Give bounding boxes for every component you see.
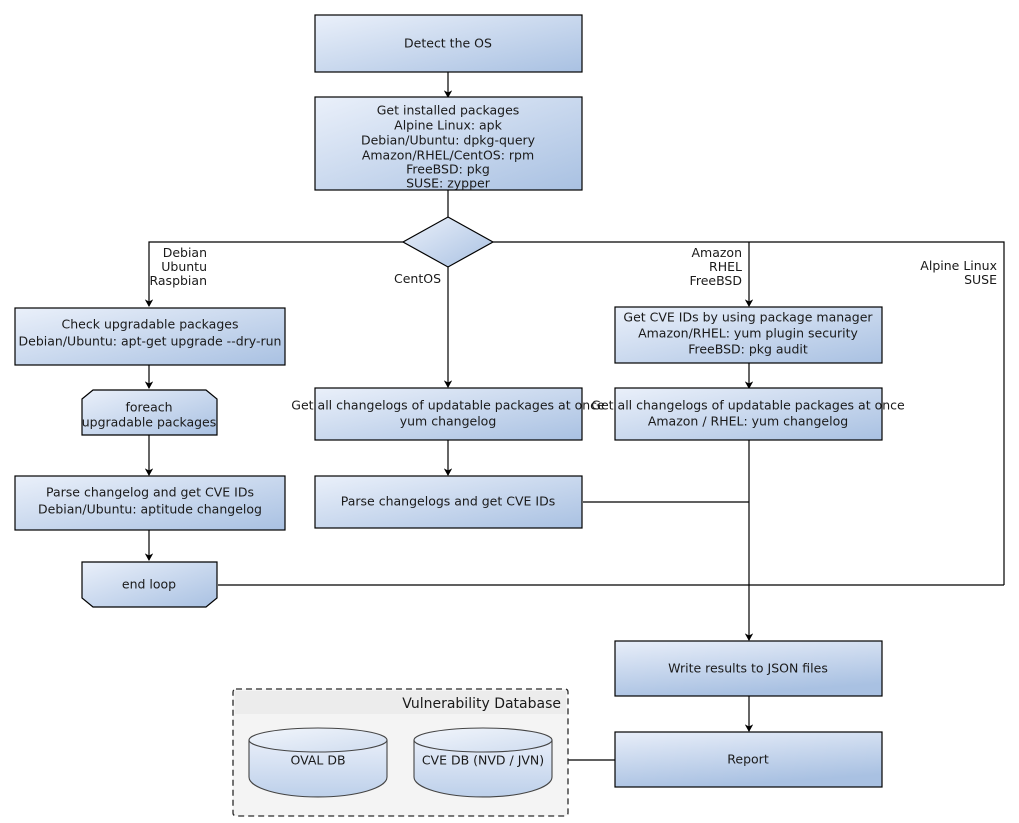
node-changelogs-centos[interactable]: Get all changelogs of updatable packages… [291, 387, 605, 441]
branch-label-centos: CentOS [394, 271, 441, 286]
installed-line-1: Alpine Linux: apk [394, 118, 502, 133]
changelogs-amazon-line-0: Get all changelogs of updatable packages… [591, 398, 905, 413]
parse-changelog-debian-box[interactable] [14, 475, 286, 531]
report-box[interactable] [614, 731, 883, 788]
detect-os-box[interactable] [314, 14, 583, 73]
changelogs-amazon-box[interactable] [614, 387, 883, 441]
database-cylinder-oval: OVAL DB [248, 727, 388, 798]
installed-line-0: Get installed packages [377, 103, 520, 118]
vulnerability-database-group: Vulnerability Database OVAL DB CVE DB (N… [232, 688, 569, 817]
parse-changelog-deb-line-1: Debian/Ubuntu: aptitude changelog [38, 502, 262, 517]
cve-db-label: CVE DB (NVD / JVN) [422, 753, 544, 768]
check-upgradable-box[interactable] [14, 307, 286, 366]
node-write-results-json[interactable]: Write results to JSON files [614, 640, 883, 697]
node-parse-changelogs-centos[interactable]: Parse changelogs and get CVE IDs [314, 475, 583, 529]
write-json-box[interactable] [614, 640, 883, 697]
installed-line-4: FreeBSD: pkg [406, 162, 490, 177]
edge-decision-debian [144, 241, 403, 308]
node-os-decision[interactable] [401, 216, 495, 268]
centos-branch-line-0: CentOS [394, 271, 441, 286]
node-get-installed-packages[interactable]: Get installed packages Alpine Linux: apk… [314, 96, 583, 191]
get-cve-ids-line-2: FreeBSD: pkg audit [688, 342, 808, 357]
end-loop-label: end loop [122, 577, 176, 592]
alpine-branch-line-1: SUSE [964, 272, 997, 287]
debian-branch-line-0: Debian [163, 245, 207, 260]
node-report[interactable]: Report [614, 731, 883, 788]
branch-label-alpine: Alpine Linux SUSE [920, 258, 997, 287]
branch-label-amazon: Amazon RHEL FreeBSD [690, 245, 742, 288]
foreach-line-1: upgradable packages [82, 415, 217, 430]
database-cylinder-cve: CVE DB (NVD / JVN) [413, 727, 553, 798]
amazon-branch-line-2: FreeBSD [690, 273, 742, 288]
report-label: Report [727, 752, 769, 767]
changelogs-centos-box[interactable] [314, 387, 583, 441]
oval-db-body [248, 739, 388, 798]
vuln-db-header-bar [235, 691, 566, 714]
oval-db-label: OVAL DB [290, 753, 345, 768]
get-cve-ids-line-0: Get CVE IDs by using package manager [623, 310, 873, 325]
get-installed-packages-box[interactable] [314, 96, 583, 191]
branch-label-debian: Debian Ubuntu Raspbian [149, 245, 207, 288]
debian-branch-line-1: Ubuntu [161, 259, 207, 274]
changelogs-centos-line-1: yum changelog [400, 414, 497, 429]
node-parse-changelog-debian[interactable]: Parse changelog and get CVE IDs Debian/U… [14, 475, 286, 531]
debian-branch-line-2: Raspbian [149, 273, 207, 288]
installed-line-3: Amazon/RHEL/CentOS: rpm [362, 148, 534, 163]
os-decision-diamond[interactable] [401, 216, 495, 268]
node-end-loop[interactable]: end loop [81, 561, 218, 608]
installed-line-2: Debian/Ubuntu: dpkg-query [361, 133, 536, 148]
check-upgradable-line-0: Check upgradable packages [62, 317, 239, 332]
node-foreach-upgradable-packages[interactable]: foreach upgradable packages [81, 389, 218, 436]
detect-os-label: Detect the OS [404, 36, 492, 51]
write-json-label: Write results to JSON files [668, 661, 828, 676]
node-detect-the-os[interactable]: Detect the OS [314, 14, 583, 73]
end-loop-shape[interactable] [81, 561, 218, 608]
amazon-branch-line-0: Amazon [691, 245, 742, 260]
installed-line-5: SUSE: zypper [406, 176, 491, 191]
foreach-loop-shape[interactable] [81, 389, 218, 436]
foreach-line-0: foreach [125, 400, 172, 415]
get-cve-ids-box[interactable] [614, 306, 883, 364]
oval-db-top [248, 727, 388, 753]
amazon-branch-line-1: RHEL [709, 259, 742, 274]
check-upgradable-line-1: Debian/Ubuntu: apt-get upgrade --dry-run [19, 334, 282, 349]
changelogs-centos-line-0: Get all changelogs of updatable packages… [291, 398, 605, 413]
node-changelogs-amazon[interactable]: Get all changelogs of updatable packages… [591, 387, 905, 441]
node-check-upgradable-packages[interactable]: Check upgradable packages Debian/Ubuntu:… [14, 307, 286, 366]
parse-changelogs-centos-box[interactable] [314, 475, 583, 529]
parse-changelog-deb-line-0: Parse changelog and get CVE IDs [46, 485, 254, 500]
changelogs-amazon-line-1: Amazon / RHEL: yum changelog [648, 414, 848, 429]
get-cve-ids-line-1: Amazon/RHEL: yum plugin security [638, 326, 858, 341]
alpine-branch-line-0: Alpine Linux [920, 258, 997, 273]
node-get-cve-ids-package-manager[interactable]: Get CVE IDs by using package manager Ama… [614, 306, 883, 364]
parse-changelogs-centos-label: Parse changelogs and get CVE IDs [341, 494, 555, 509]
cve-db-body [413, 739, 553, 798]
cve-db-top [413, 727, 553, 753]
edge-decision-alpine [493, 241, 1005, 585]
vuln-db-title: Vulnerability Database [402, 696, 561, 712]
